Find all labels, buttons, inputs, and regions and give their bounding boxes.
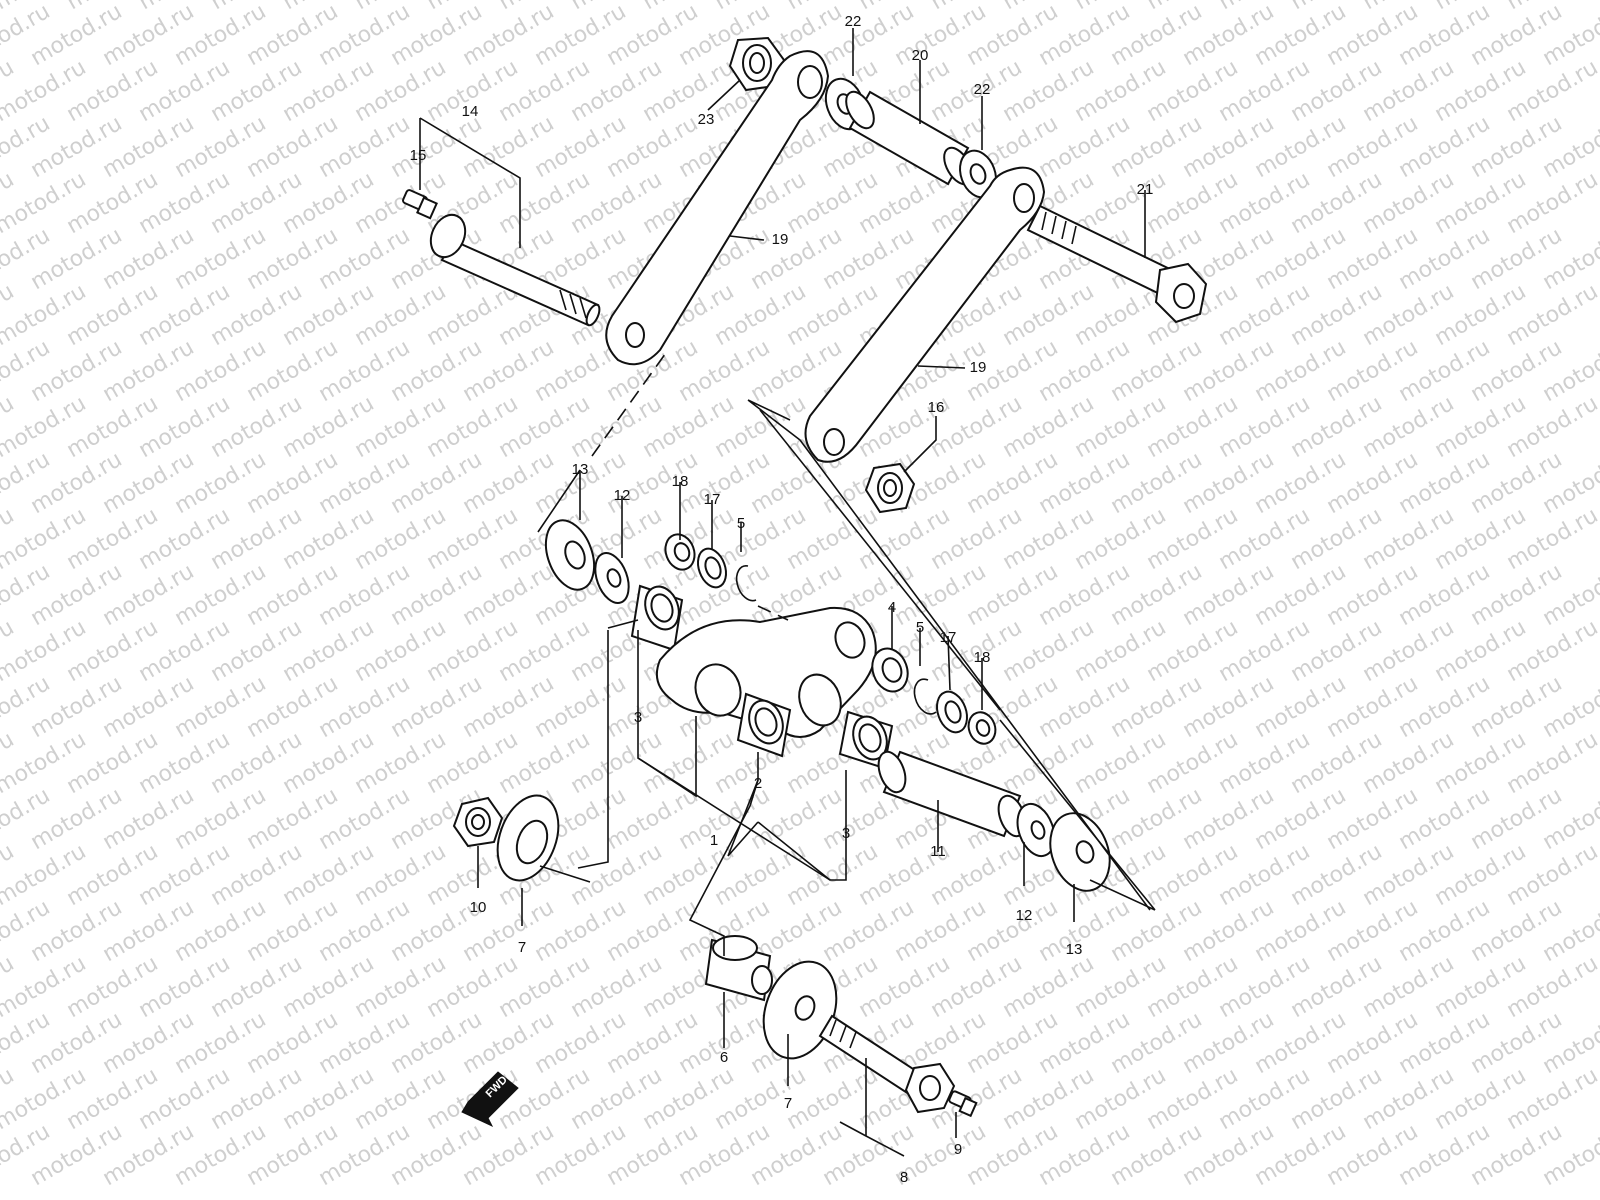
callout-16: 16 [928,399,945,416]
nut-10 [452,796,504,848]
callout-19-left: 19 [772,231,789,248]
washer-22-lower [959,149,997,199]
callout-5-right: 5 [916,619,924,636]
link-19-right [804,166,1046,463]
callout-13-right: 13 [1066,941,1083,958]
bolt-14 [429,213,601,327]
bolt-21 [1026,204,1208,324]
callout-9: 9 [954,1141,962,1158]
callout-3-right: 3 [842,825,850,842]
callout-7-lower: 7 [784,1095,792,1112]
bearing-3-right [838,710,894,770]
callout-11: 11 [930,843,946,860]
washer-17-right [936,690,968,734]
circlip-5-left [735,565,757,602]
callout-20: 20 [912,47,929,64]
cushion-lever-1 [656,606,877,738]
link-19-left [605,50,830,366]
sleeve-20 [845,90,973,186]
callout-17-left: 17 [704,491,721,508]
seal-4 [871,647,909,693]
washer-12-right [1016,802,1056,858]
callout-19-right: 19 [970,359,987,376]
callout-14: 14 [462,103,479,120]
bolt-8 [818,1014,956,1114]
callout-18-right: 18 [974,649,991,666]
seal-13-right [1049,812,1111,892]
callout-18-left: 18 [672,473,689,490]
callout-17-right: 17 [940,629,957,646]
washer-17-left [696,547,728,589]
bearing-2 [736,692,792,758]
callout-21: 21 [1137,181,1154,198]
seal-13-left [544,519,596,591]
grease-nipple-15 [402,189,438,220]
washer-7-upper [496,794,560,882]
callout-7-upper: 7 [518,939,526,956]
callout-13-left: 13 [572,461,589,478]
circlip-5-right [913,678,937,715]
callout-22-upper: 22 [845,13,862,30]
callout-12-left: 12 [614,487,631,504]
callout-15: 15 [410,147,427,164]
nut-23 [728,36,786,92]
nut-16 [864,462,916,514]
callout-22-lower: 22 [974,81,991,98]
callout-2: 2 [754,775,762,792]
spacer-18-left [664,533,696,571]
callout-10: 10 [470,899,487,916]
washer-12-left [594,552,630,604]
callout-6: 6 [720,1049,728,1066]
callout-4: 4 [888,599,896,616]
callout-23: 23 [698,111,715,128]
callout-3-left: 3 [634,709,642,726]
callout-labels: 1 2 3 3 4 5 5 6 7 7 8 9 10 11 12 12 13 1… [410,13,1154,1186]
grease-nipple-9 [948,1090,978,1118]
callout-8: 8 [900,1169,908,1186]
bearing-3-left [630,584,684,652]
spacer-18-right [967,711,997,745]
callout-5-left: 5 [737,515,745,532]
callout-12-right: 12 [1016,907,1033,924]
callout-1: 1 [710,832,718,849]
leader-lines [419,28,1156,1157]
